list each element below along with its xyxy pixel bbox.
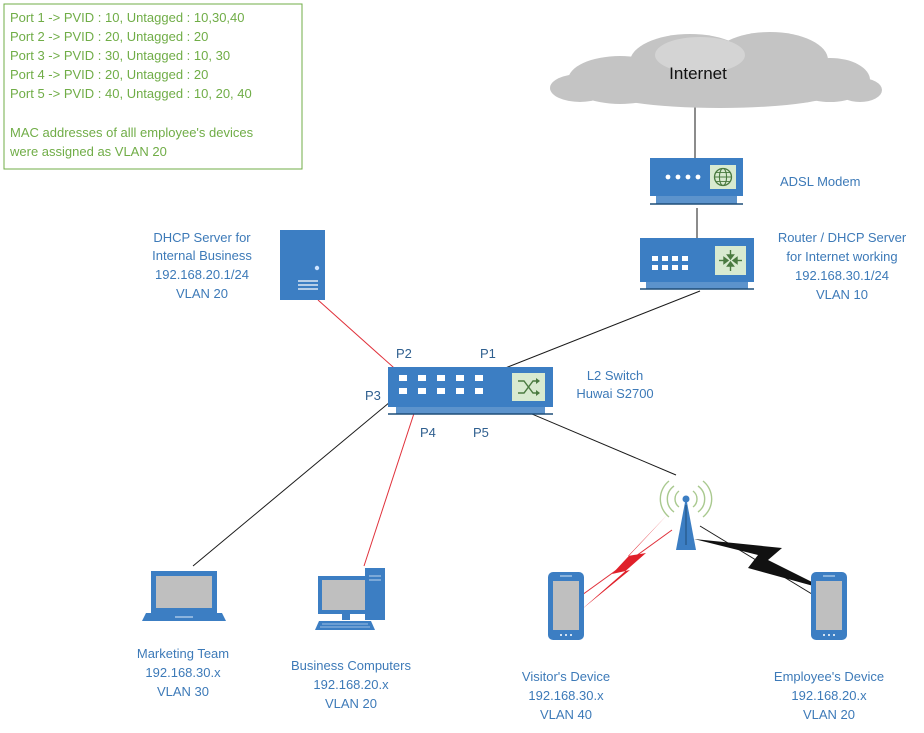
business-label-line-2: 192.168.20.x [313,677,389,692]
marketing-label: Marketing Team 192.168.30.x VLAN 30 [137,646,229,699]
server-icon [280,230,325,300]
visitor-label: Visitor's Device 192.168.30.x VLAN 40 [522,669,610,722]
laptop-icon [142,571,226,621]
link-p3-marketing [192,391,403,567]
dhcp-label-line-4: VLAN 20 [176,286,228,301]
modem-label: ADSL Modem [780,174,860,189]
visitor-label-line-2: 192.168.30.x [528,688,604,703]
router-label-line-4: VLAN 10 [816,287,868,302]
router-label: Router / DHCP Server for Internet workin… [778,230,907,302]
employee-label: Employee's Device 192.168.20.x VLAN 20 [774,669,884,722]
marketing-label-line-1: Marketing Team [137,646,229,661]
lightning-icon [581,514,668,610]
dhcp-server-label: DHCP Server for Internal Business 192.16… [152,230,252,301]
port-label-p2: P2 [396,346,412,361]
switch-label: L2 Switch Huwai S2700 [576,368,653,401]
port-label-p3: P3 [365,388,381,403]
port-label-p4: P4 [420,425,436,440]
notes-line-2: Port 2 -> PVID : 20, Untagged : 20 [10,29,208,44]
switch-label-line-2: Huwai S2700 [576,386,653,401]
notes-line-4: Port 4 -> PVID : 20, Untagged : 20 [10,67,208,82]
marketing-label-line-2: 192.168.30.x [145,665,221,680]
notes-line-3: Port 3 -> PVID : 30, Untagged : 10, 30 [10,48,230,63]
dhcp-label-line-2: Internal Business [152,248,252,263]
modem-icon [650,158,743,205]
visitor-label-line-3: VLAN 40 [540,707,592,722]
port-label-p1: P1 [480,346,496,361]
notes-line-1: Port 1 -> PVID : 10, Untagged : 10,30,40 [10,10,245,25]
employee-label-line-1: Employee's Device [774,669,884,684]
internet-label: Internet [669,64,727,83]
dhcp-label-line-1: DHCP Server for [153,230,251,245]
business-label-line-1: Business Computers [291,658,411,673]
notes-line-7: MAC addresses of alll employee's devices [10,125,254,140]
vlan-notes-box: Port 1 -> PVID : 10, Untagged : 10,30,40… [3,3,303,170]
phone-icon [811,572,847,640]
dhcp-label-line-3: 192.168.20.1/24 [155,267,249,282]
port-label-p5: P5 [473,425,489,440]
employee-label-line-3: VLAN 20 [803,707,855,722]
desktop-icon [315,568,385,630]
cloud-icon: Internet [550,32,882,108]
marketing-label-line-3: VLAN 30 [157,684,209,699]
employee-label-line-2: 192.168.20.x [791,688,867,703]
switch-ports [399,375,483,394]
switch-label-line-1: L2 Switch [587,368,643,383]
router-label-line-1: Router / DHCP Server [778,230,907,245]
link-router-p1 [479,290,701,379]
lightning-icon [694,539,828,590]
router-label-line-3: 192.168.30.1/24 [795,268,889,283]
router-label-line-2: for Internet working [786,249,897,264]
antenna-icon [659,480,713,550]
visitor-label-line-1: Visitor's Device [522,669,610,684]
notes-line-8: were assigned as VLAN 20 [9,144,167,159]
phone-icon [548,572,584,640]
switch-icon [388,367,553,415]
router-icon [640,238,754,290]
notes-line-5: Port 5 -> PVID : 40, Untagged : 10, 20, … [10,86,252,101]
link-p4-business [363,391,422,567]
business-label-line-3: VLAN 20 [325,696,377,711]
link-dhcp-p2 [317,299,403,376]
business-label: Business Computers 192.168.20.x VLAN 20 [291,658,411,711]
